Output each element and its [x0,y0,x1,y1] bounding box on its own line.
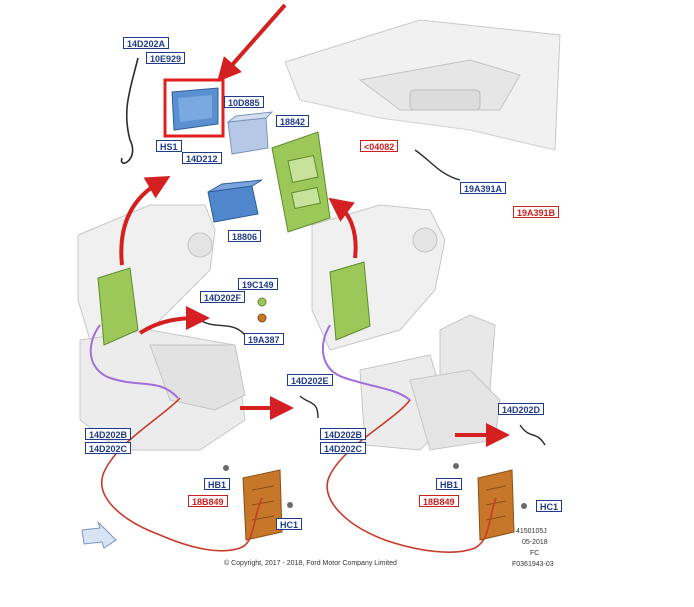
overhead-console-illustration [284,19,561,151]
callout-18b849-left: 18B849 [188,495,228,507]
connector-19c149 [257,297,267,307]
bezel-installed-left [97,267,139,346]
figure-id: F0361943-03 [512,561,554,568]
callout-hc1-right: HC1 [536,500,563,512]
screw-hb1-right [453,463,459,469]
callout-19c149: 19C149 [238,278,278,290]
callout-10e929: 10E929 [146,52,186,64]
callout-hb1-left: HB1 [204,478,231,490]
callout-hs1: HS1 [156,140,182,152]
callout-19a391b: 19A391B [513,206,560,218]
callout-14d202f: 14D202F [200,291,246,303]
harness-14d202e [299,395,319,419]
callout-19a391a: 19A391A [460,182,507,194]
callout-14d202b-right: 14D202B [320,428,367,440]
harness-purple-right [322,324,411,401]
revision-date: 05-2018 [522,539,548,546]
callout-14d202c-right: 14D202C [320,442,367,454]
pointer-arrow-top [217,3,287,82]
connector-19a387 [257,313,267,323]
callout-19a387: 19A387 [244,333,284,345]
reference-code: 4150105J [516,528,547,535]
harness-14d202d [519,424,546,446]
callout-hc1-left: HC1 [276,518,303,530]
callout-hb1-right: HB1 [436,478,463,490]
pointer-arrow-console [138,306,210,335]
harness-purple-left [89,324,179,399]
highlight-box [163,78,225,138]
fc-label: FC [530,550,540,557]
center-bezel [271,131,331,233]
callout-18842: 18842 [276,115,310,127]
copyright-text: © Copyright, 2017 - 2018, Ford Motor Com… [224,560,397,567]
mounting-bracket-right [477,469,515,541]
screw-hc1-right [521,503,527,509]
screw-hc1-left [287,502,293,508]
callout-14d202c-left: 14D202C [85,442,132,454]
callout-14d202a: 14D202A [123,37,170,49]
mounting-bracket-left [242,469,283,541]
callout-14d202d: 14D202D [498,403,545,415]
callout-10d885: 10D885 [224,96,264,108]
callout-18806: 18806 [228,230,262,242]
bezel-installed-right [329,261,371,341]
display-module [171,87,219,131]
radio-module [207,179,263,223]
callout-14d202b-left: 14D202B [85,428,132,440]
pointer-arrow-right-up [328,197,358,259]
front-direction-arrow [81,521,117,549]
harness-19a391 [414,149,461,181]
callout-18b849-right: 18B849 [419,495,459,507]
harness-14d202a [120,57,139,164]
audio-module [226,111,274,155]
pointer-arrow-left-up [119,176,171,266]
harness-14d202f [199,319,246,336]
callout-04082: <04082 [360,140,399,152]
screw-hb1-left [223,465,229,471]
callout-14d202e: 14D202E [287,374,333,386]
callout-14d212: 14D212 [182,152,222,164]
